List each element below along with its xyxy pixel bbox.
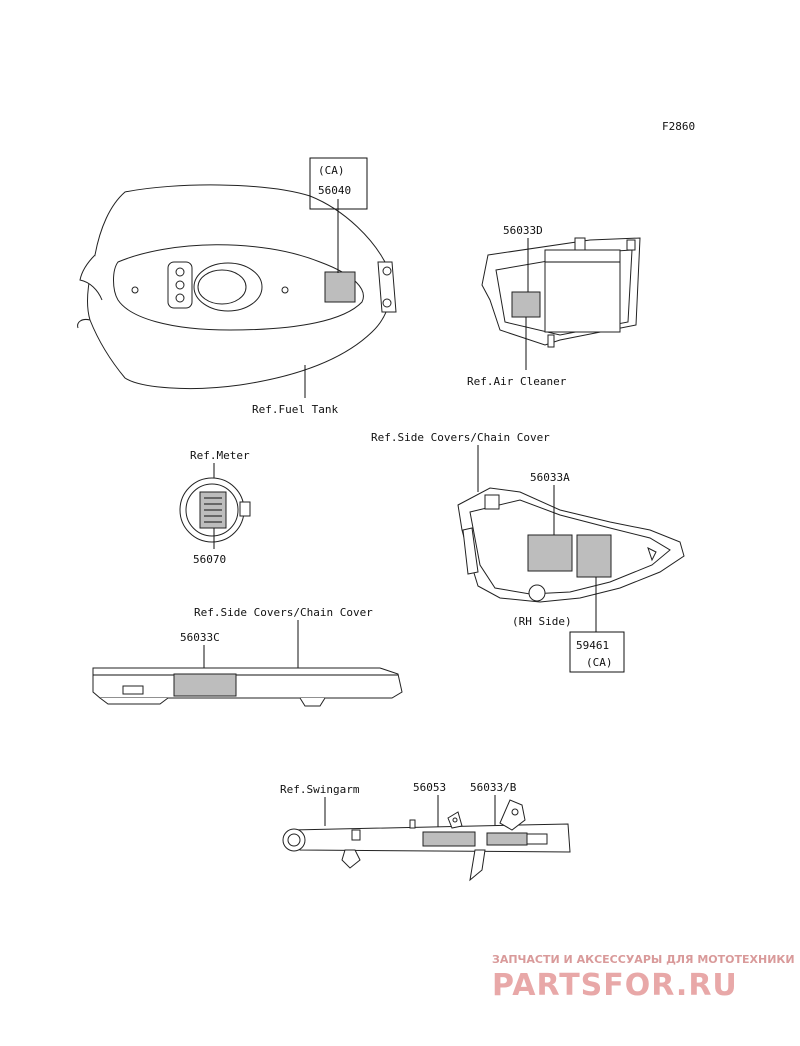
swingarm-ref: Ref.Swingarm bbox=[280, 783, 360, 796]
side-cover-label-decal-b bbox=[576, 534, 612, 578]
side-cover-ref: Ref.Side Covers/Chain Cover bbox=[371, 431, 550, 444]
fuel-tank-drawing bbox=[77, 184, 397, 390]
side-box-part-number: 59461 bbox=[576, 639, 609, 652]
fuel-tank-label-decal bbox=[324, 271, 356, 303]
swingarm-part-number-1: 56053 bbox=[413, 781, 446, 794]
side-cover-label-decal-a bbox=[527, 534, 573, 572]
meter-drawing bbox=[179, 477, 251, 543]
fuel-tank-ref: Ref.Fuel Tank bbox=[252, 403, 338, 416]
swingarm-label-decal-1 bbox=[422, 831, 476, 847]
watermark-brand: PARTSFOR.RU bbox=[492, 968, 738, 1003]
side-cover-note: (RH Side) bbox=[512, 615, 572, 628]
chain-cover-part-number: 56033C bbox=[180, 631, 220, 644]
swingarm-part-number-2: 56033/B bbox=[470, 781, 517, 794]
swingarm-drawing bbox=[282, 799, 571, 882]
ca-callout-box-2 bbox=[569, 631, 625, 673]
side-box-region: (CA) bbox=[586, 656, 613, 669]
air-cleaner-label-decal bbox=[511, 291, 541, 318]
air-cleaner-part-number: 56033D bbox=[503, 224, 543, 237]
meter-part-number: 56070 bbox=[193, 553, 226, 566]
air-cleaner-drawing bbox=[481, 237, 641, 348]
figure-code: F2860 bbox=[662, 120, 695, 133]
chain-cover-label-decal bbox=[173, 673, 237, 697]
side-cover-part-number: 56033A bbox=[530, 471, 570, 484]
tank-label-part-number: 56040 bbox=[318, 184, 351, 197]
meter-ref: Ref.Meter bbox=[190, 449, 250, 462]
chain-cover-drawing bbox=[92, 667, 403, 707]
side-cover-drawing bbox=[457, 487, 685, 603]
watermark-subtitle: ЗАПЧАСТИ И АКСЕССУАРЫ ДЛЯ МОТОТЕХНИКИ bbox=[492, 953, 795, 966]
tank-label-region: (CA) bbox=[318, 164, 345, 177]
air-cleaner-ref: Ref.Air Cleaner bbox=[467, 375, 567, 388]
swingarm-label-decal-2 bbox=[486, 832, 528, 846]
chain-cover-ref: Ref.Side Covers/Chain Cover bbox=[194, 606, 373, 619]
